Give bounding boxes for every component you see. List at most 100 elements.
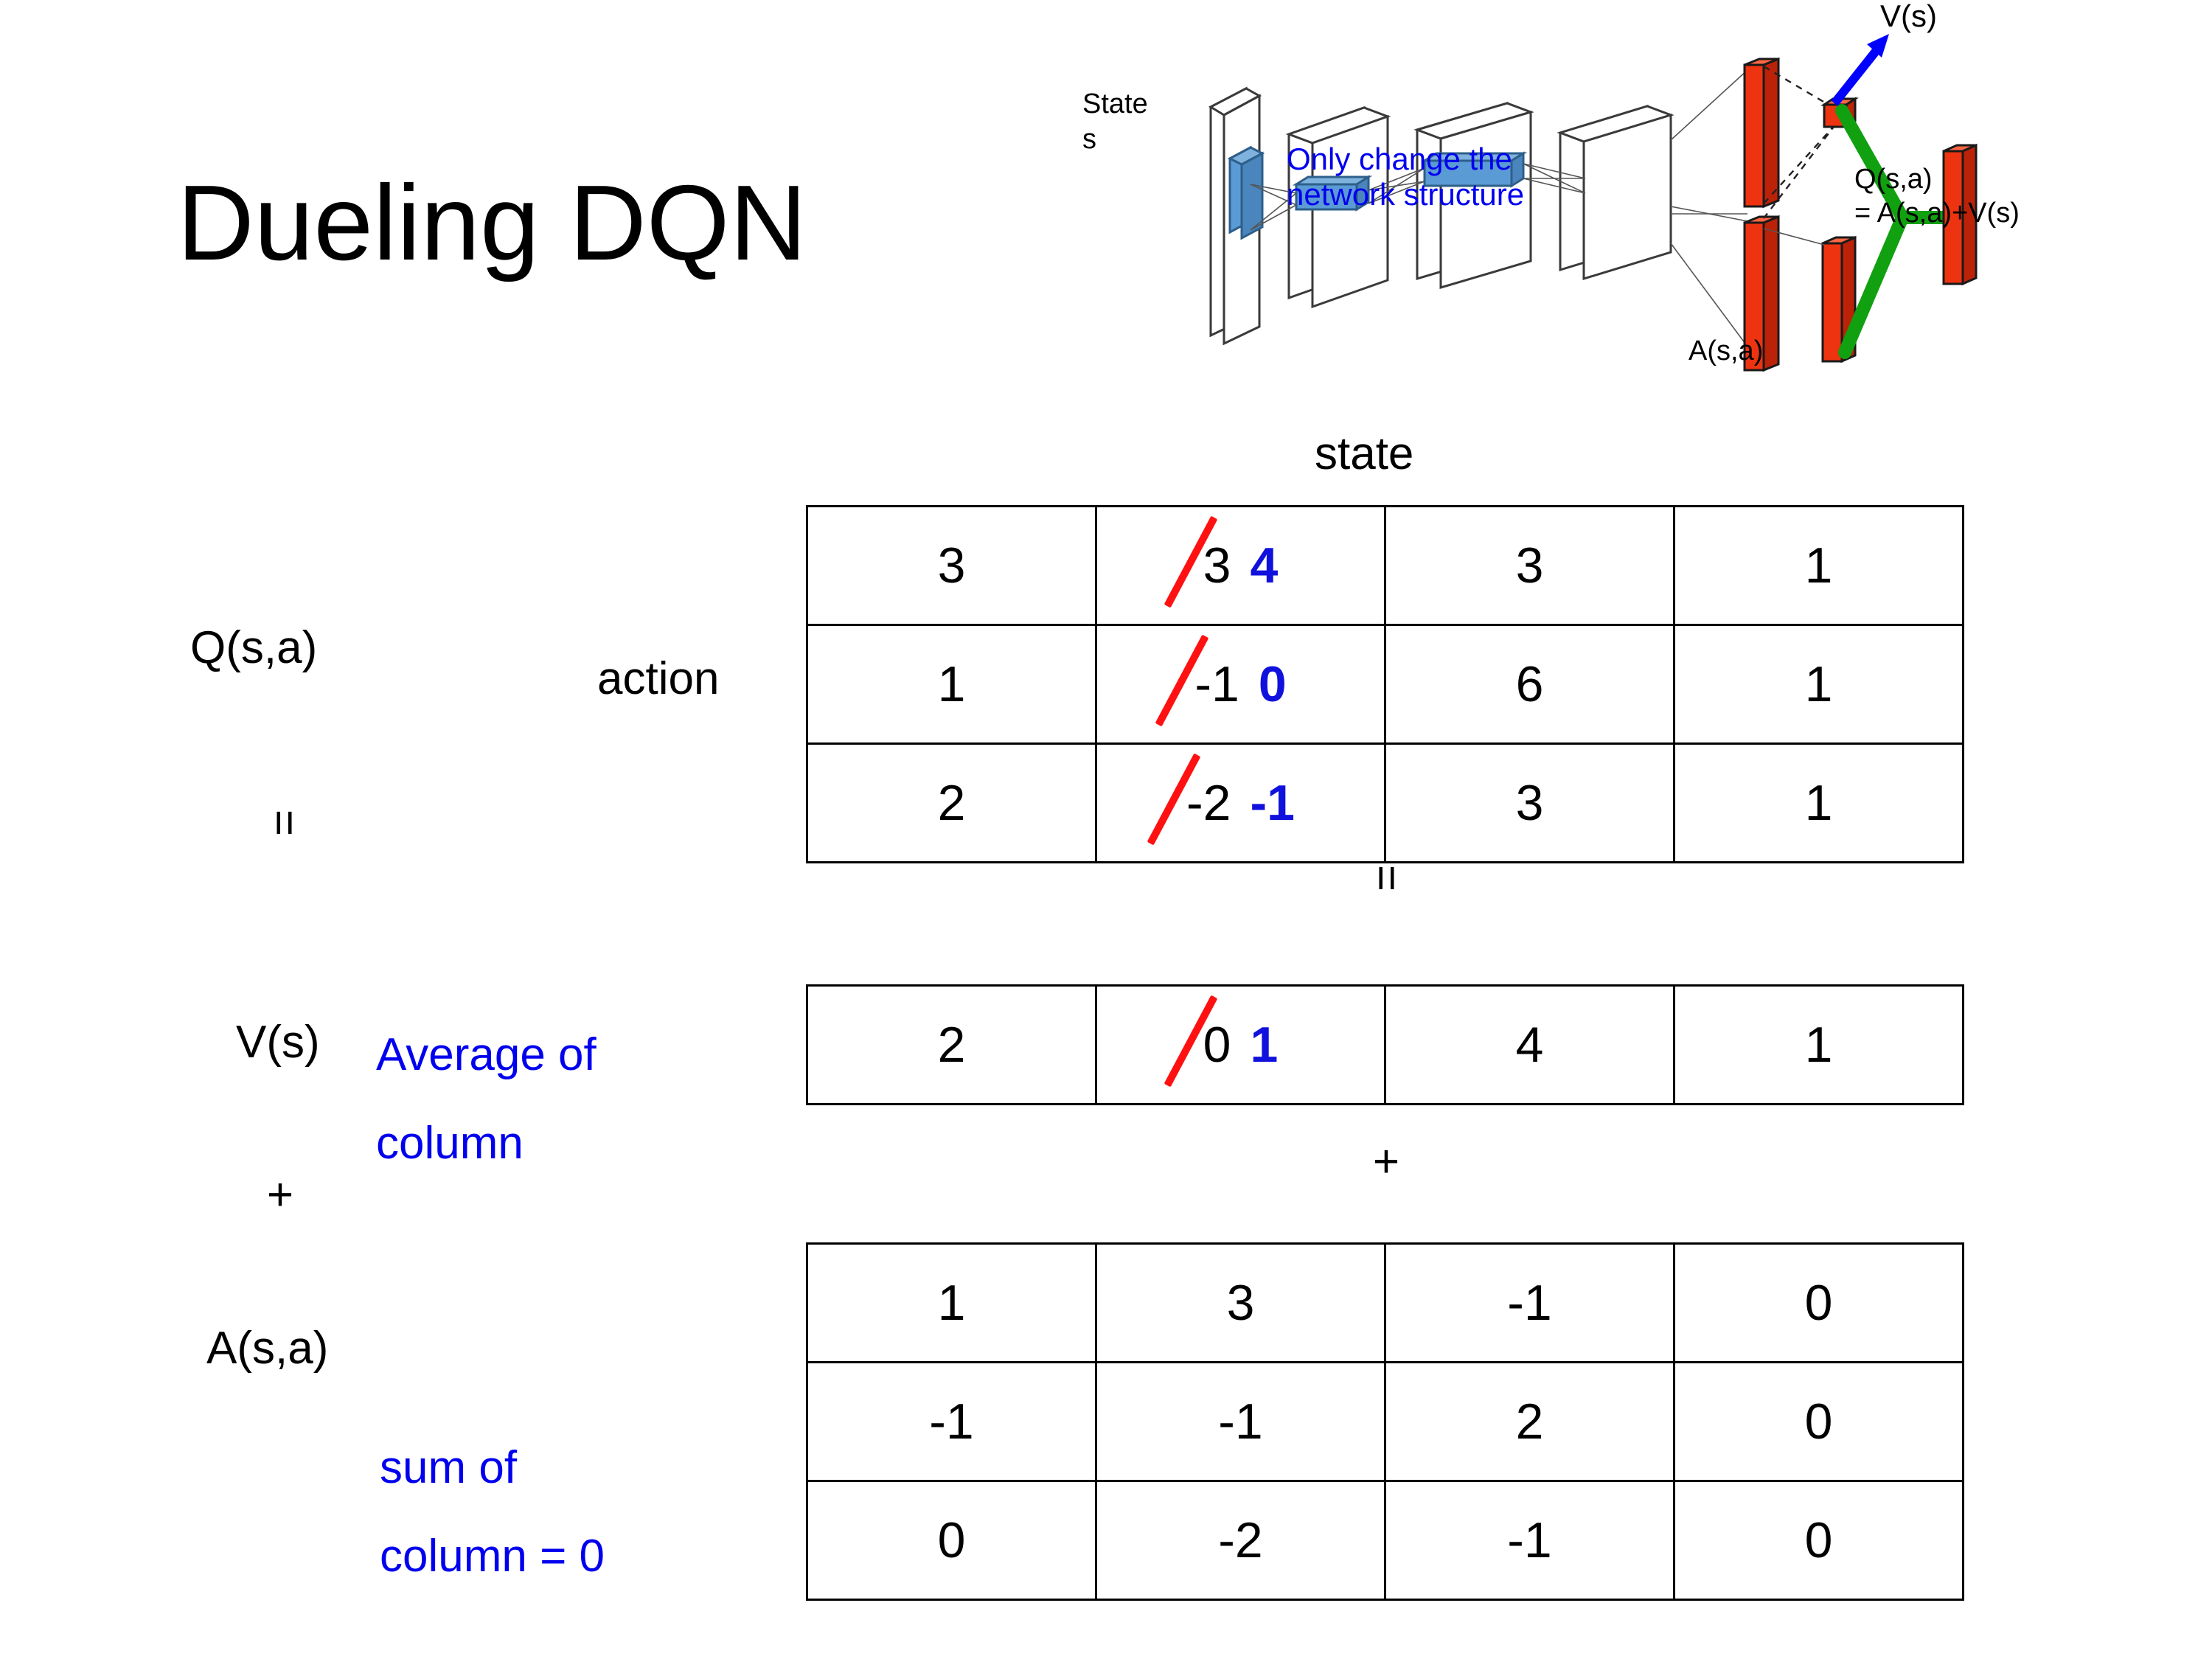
action-axis-label: action	[597, 653, 720, 704]
matrix-cell-content: 3	[1516, 537, 1544, 594]
state-axis-label: state	[1315, 428, 1414, 479]
matrix-cell: -2 -1	[1095, 742, 1386, 863]
diagram-state-label-line1: State	[1082, 88, 1148, 119]
matrix-cell: -1	[1095, 1361, 1386, 1482]
matrix-cell: -1	[806, 1361, 1097, 1482]
matrix-cell-content: 0	[938, 1512, 966, 1569]
matrix-cell: 0	[1673, 1480, 1964, 1601]
matrix-row: 1 -1 0 6 1	[806, 624, 1964, 745]
cell-value: -1	[1218, 1394, 1263, 1450]
matrix-cell-content: -1 0	[1194, 655, 1286, 713]
matrix-cell-content: -1	[1507, 1512, 1551, 1569]
plus-operator-mid: +	[1372, 1136, 1400, 1187]
matrix-cell: -1 0	[1095, 624, 1386, 745]
cell-value: 0	[1804, 1275, 1833, 1331]
matrix-cell-content: 0	[1805, 1274, 1833, 1332]
stream-split-lines	[1670, 69, 1748, 347]
matrix-cell-content: -1	[1218, 1393, 1262, 1450]
network-diagram-svg	[1208, 34, 1978, 372]
matrix-cell: 2	[1384, 1361, 1675, 1482]
matrix-cell: -2	[1095, 1480, 1386, 1601]
v-note-line1: Average of	[376, 1029, 597, 1080]
matrix-cell: 1	[1673, 742, 1964, 863]
v-note-line2: column	[376, 1118, 524, 1169]
cell-value: 1	[1804, 656, 1833, 712]
matrix-cell-content: 6	[1516, 655, 1544, 713]
value-arrow-icon	[1831, 34, 1889, 106]
diagram-q-label-line2: = A(s,a)+V(s)	[1854, 198, 2020, 229]
cell-value: -1	[929, 1394, 974, 1450]
struck-value: -2	[1186, 775, 1231, 831]
conv-block-1-icon	[1285, 105, 1391, 309]
input-plane-icon	[1208, 86, 1265, 346]
matrix-cell: 1	[806, 624, 1097, 745]
corrected-value: 4	[1250, 538, 1279, 594]
matrix-cell-content: -1	[1507, 1274, 1551, 1332]
cell-value: 1	[1804, 538, 1833, 594]
a-matrix-table: 1 3 -1 0 -1 -1 2 0 0 -2 -1 0	[806, 1242, 1964, 1601]
cell-value: 1	[937, 656, 966, 712]
a-note-line1: sum of	[380, 1442, 518, 1493]
page-title: Dueling DQN	[177, 163, 807, 282]
matrix-cell-content: 2	[938, 1016, 966, 1074]
a-note-line2: column = 0	[380, 1531, 605, 1582]
cell-value: 2	[937, 1017, 966, 1073]
cell-value: 1	[1804, 1017, 1833, 1073]
a-matrix-label: A(s,a)	[206, 1323, 329, 1374]
matrix-cell-content: 1	[938, 1274, 966, 1332]
conv-block-2-icon	[1413, 101, 1534, 290]
matrix-cell-content: 3	[1227, 1274, 1255, 1332]
corrected-value: 0	[1258, 656, 1287, 712]
corrected-value: -1	[1250, 775, 1295, 831]
matrix-cell: 1	[1673, 505, 1964, 626]
connection-lines	[1250, 163, 1586, 231]
matrix-row: 0 -2 -1 0	[806, 1480, 1964, 1601]
advantage-link-line	[1763, 228, 1825, 246]
struck-value: 3	[1203, 538, 1231, 594]
matrix-cell: 6	[1384, 624, 1675, 745]
matrix-cell-content: 3	[938, 537, 966, 594]
matrix-cell-content: 1	[1805, 774, 1833, 832]
matrix-cell-content: 1	[938, 655, 966, 713]
matrix-cell: 2	[806, 742, 1097, 863]
matrix-cell: 0	[1673, 1361, 1964, 1482]
q-matrix-label: Q(s,a)	[190, 622, 318, 673]
struck-value: -1	[1194, 656, 1239, 712]
matrix-cell-content: 0	[1805, 1512, 1833, 1569]
cell-value: 2	[1515, 1394, 1544, 1450]
cell-value: 3	[1226, 1275, 1255, 1331]
cell-value: 3	[937, 538, 966, 594]
cell-value: 0	[1804, 1394, 1833, 1450]
matrix-cell: -1	[1384, 1480, 1675, 1601]
matrix-cell-content: 1	[1805, 537, 1833, 594]
cell-value: 0	[1804, 1512, 1833, 1568]
diagram-state-label-line2: s	[1082, 124, 1096, 155]
diagram-note-line2: network structure	[1287, 177, 1525, 212]
value-dashed-lines	[1763, 65, 1837, 219]
cell-value: -1	[1507, 1275, 1552, 1331]
v-matrix-label: V(s)	[236, 1017, 320, 1068]
matrix-cell-content: -2 -1	[1186, 774, 1295, 832]
cell-value: 0	[937, 1512, 966, 1568]
cell-value: 3	[1515, 775, 1544, 831]
matrix-cell: 1	[1673, 984, 1964, 1105]
matrix-cell-content: 2	[1516, 1393, 1544, 1450]
equals-operator-left: =	[259, 809, 310, 837]
cell-value: 3	[1515, 538, 1544, 594]
advantage-stream-bar-icon	[1743, 215, 1780, 372]
matrix-cell: 1	[806, 1242, 1097, 1363]
matrix-cell-content: 4	[1516, 1016, 1544, 1074]
matrix-row: 2 -2 -1 3 1	[806, 742, 1964, 863]
struck-value: 0	[1203, 1017, 1231, 1073]
cell-value: -2	[1218, 1512, 1263, 1568]
matrix-cell-content: -2	[1218, 1512, 1262, 1569]
matrix-row: -1 -1 2 0	[806, 1361, 1964, 1482]
matrix-cell: 2	[806, 984, 1097, 1105]
